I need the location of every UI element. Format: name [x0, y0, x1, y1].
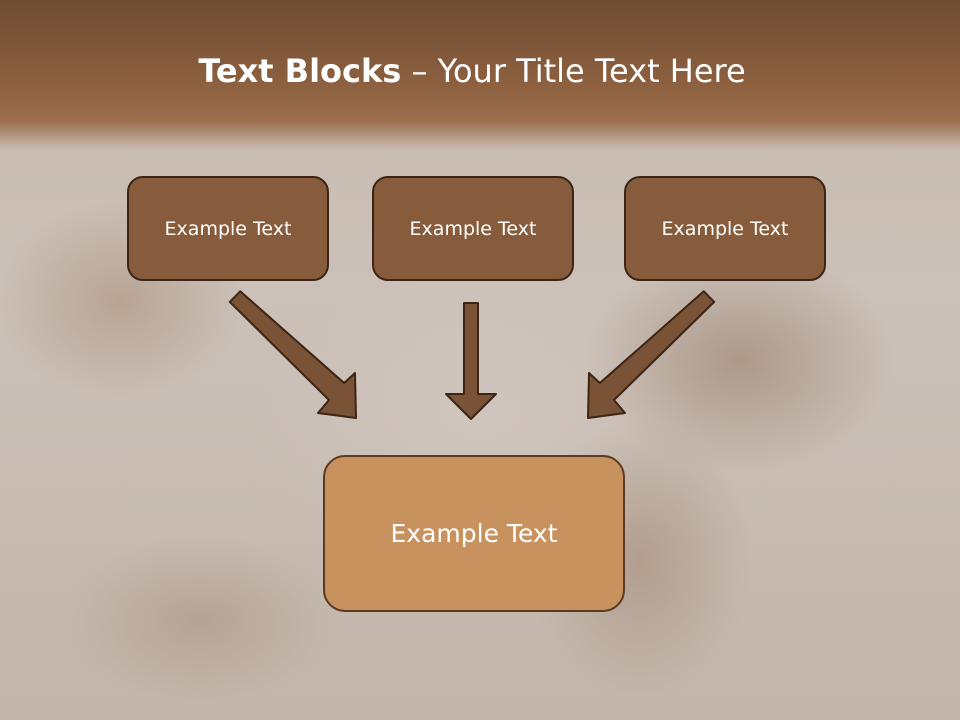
text-block-left-label: Example Text — [164, 217, 292, 240]
down-left-arrow-icon — [587, 290, 716, 419]
text-block-right[interactable]: Example Text — [624, 176, 826, 281]
text-block-center[interactable]: Example Text — [372, 176, 574, 281]
down-right-arrow-icon — [228, 290, 357, 419]
title-rest: Your Title Text Here — [437, 52, 746, 90]
title-band — [0, 0, 960, 150]
text-block-right-label: Example Text — [661, 217, 789, 240]
down-arrow-icon — [445, 302, 497, 420]
text-block-left[interactable]: Example Text — [127, 176, 329, 281]
text-block-result[interactable]: Example Text — [323, 455, 625, 612]
text-block-center-label: Example Text — [409, 217, 537, 240]
text-block-result-label: Example Text — [390, 519, 558, 548]
slide-title: Text Blocks – Your Title Text Here — [0, 52, 944, 90]
title-bold: Text Blocks — [198, 52, 402, 90]
title-dash: – — [401, 52, 438, 90]
